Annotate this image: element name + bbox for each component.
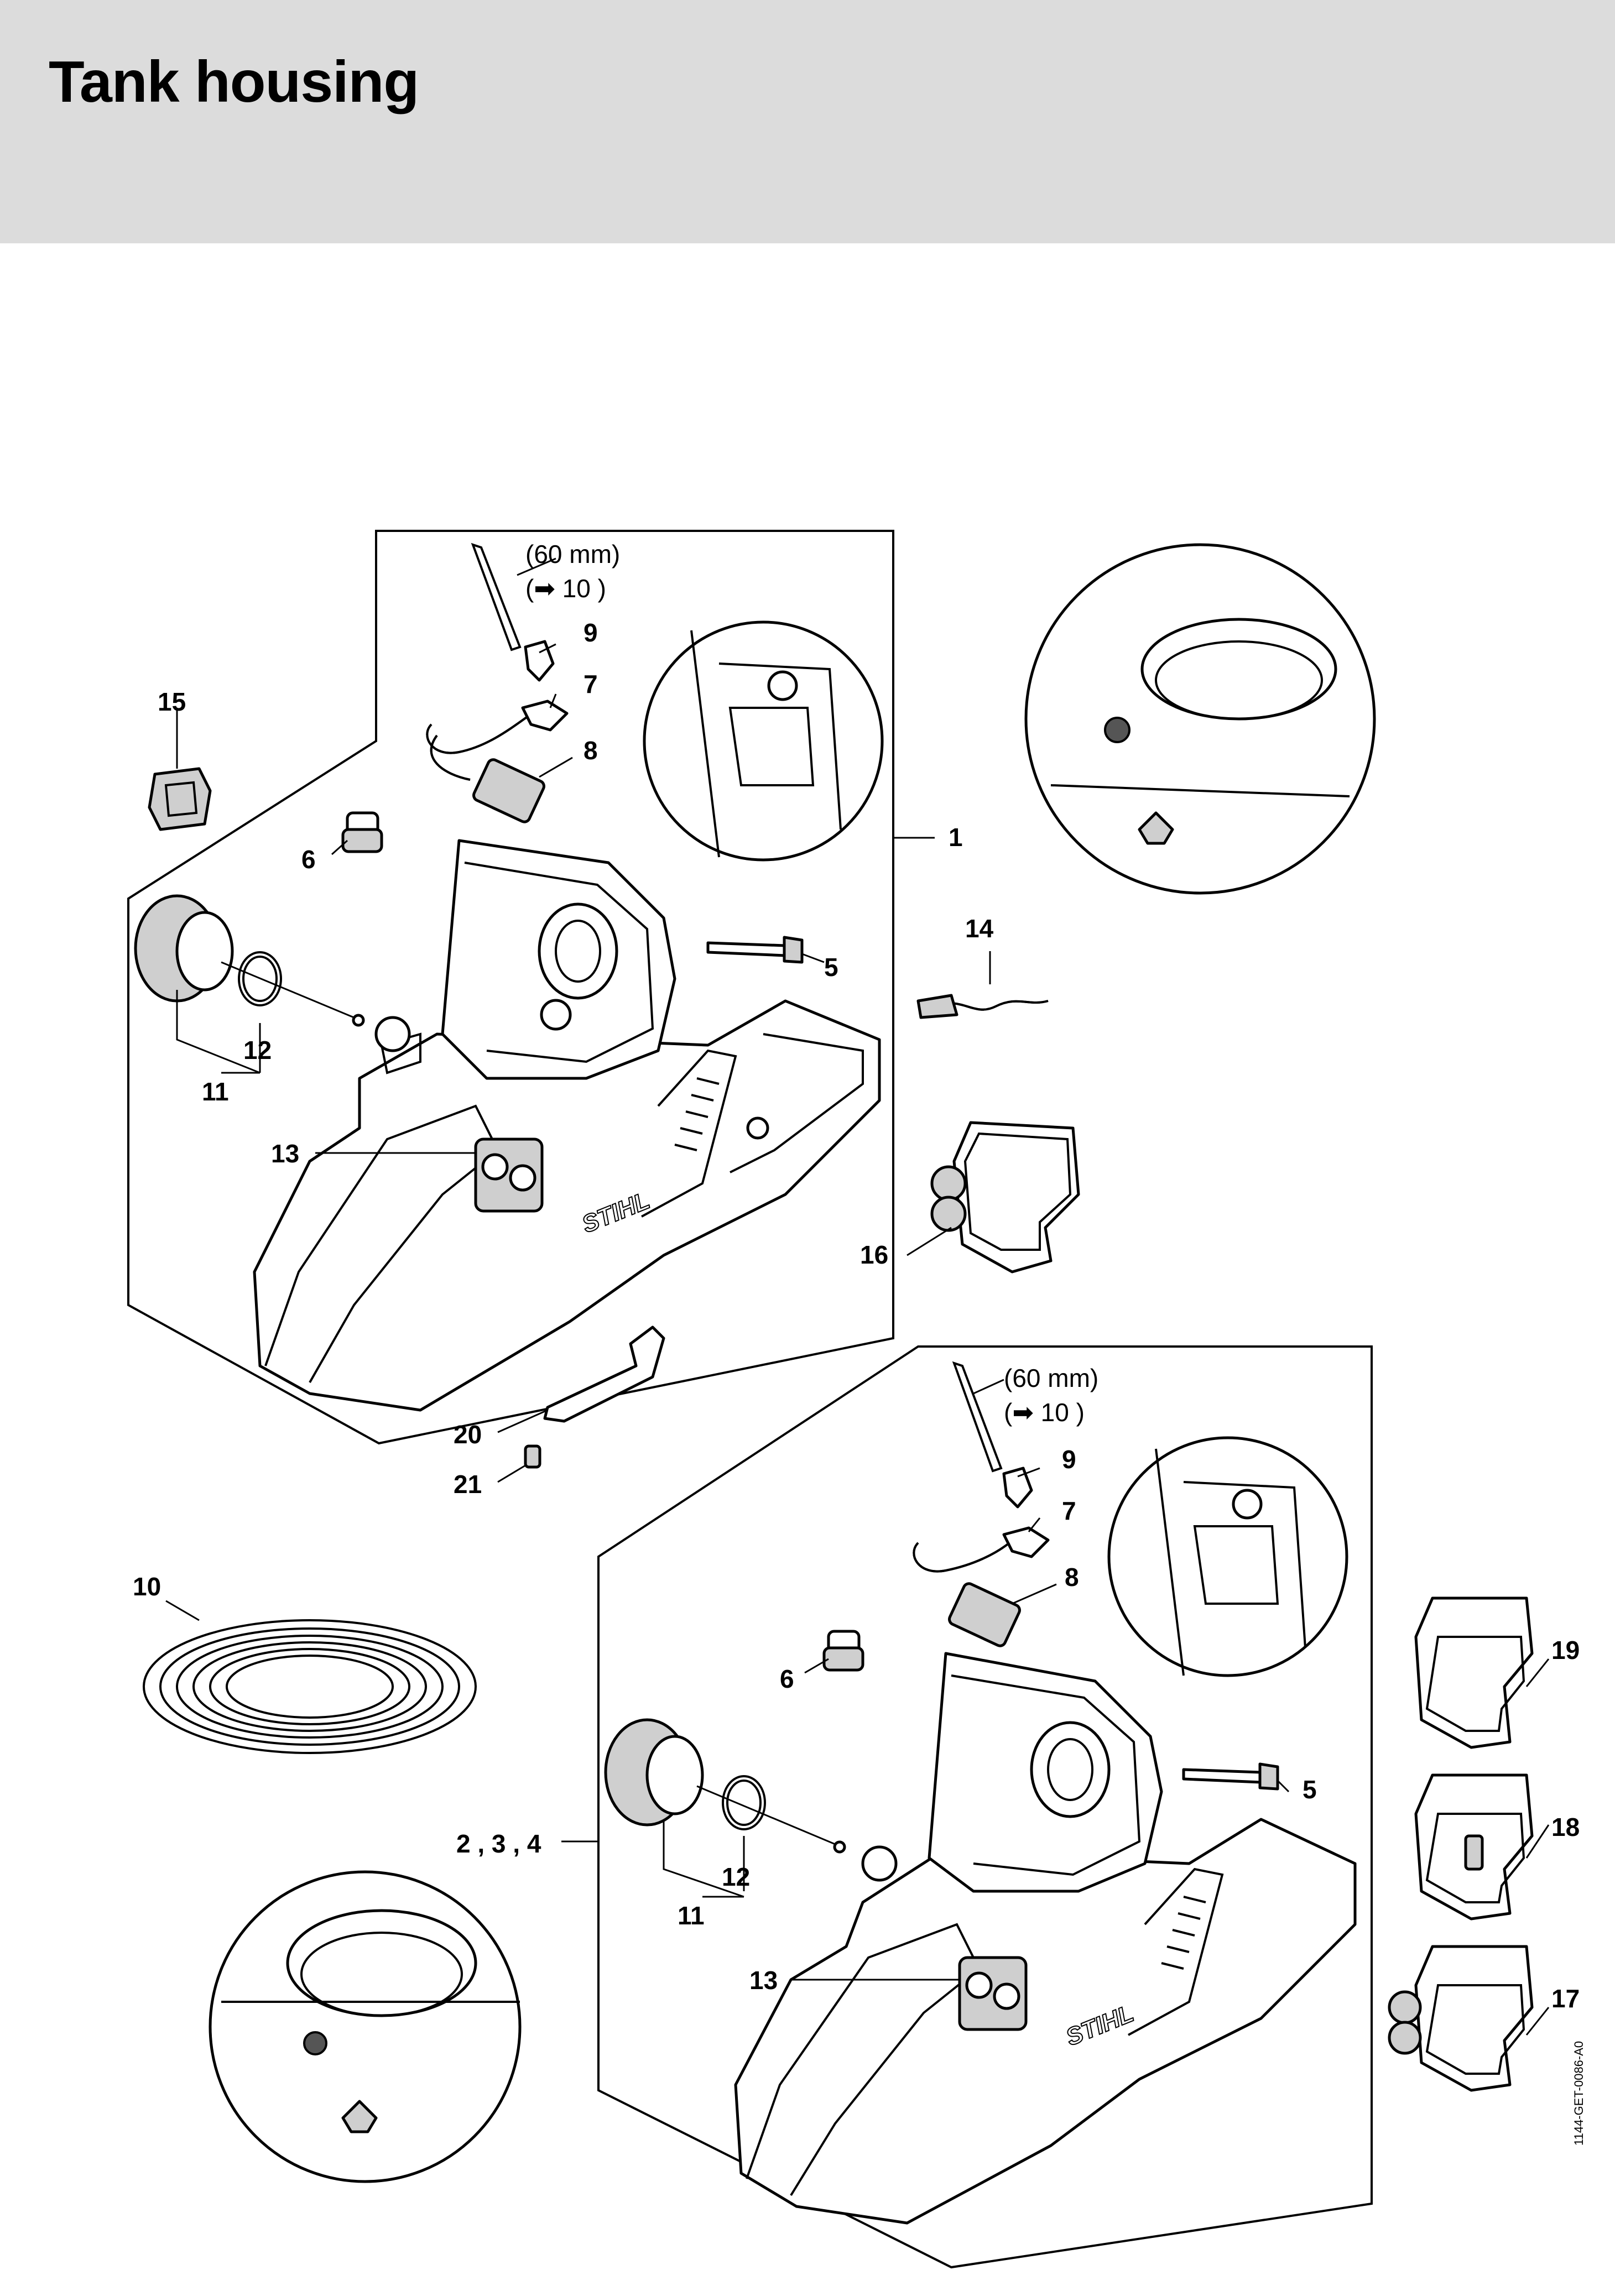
callout-12-bottom: 12	[722, 1862, 750, 1891]
detail-circle-top-1	[643, 620, 884, 862]
fuel-hose-bottom	[913, 1361, 1050, 1647]
callout-8-top: 8	[584, 736, 598, 765]
header-band	[0, 0, 1615, 243]
callout-2-3-4: 2 , 3 , 4	[456, 1829, 541, 1858]
tank-cap-top	[134, 894, 365, 1027]
top-assembly-group: STIHL	[127, 530, 1376, 1469]
callout-1: 1	[949, 823, 963, 852]
handle-cover-19	[1414, 1596, 1534, 1749]
callout-17: 17	[1551, 1984, 1580, 2013]
fuel-drop-icon	[1138, 811, 1174, 845]
leader-lines	[165, 557, 1550, 2036]
bottom-assembly-group: STIHL	[561, 1345, 1373, 2269]
page-title: Tank housing	[49, 49, 419, 114]
callout-9-top: 9	[584, 618, 598, 647]
tank-housing-top: STIHL	[253, 839, 881, 1412]
callout-7-bottom: 7	[1062, 1496, 1076, 1525]
callout-11-top: 11	[202, 1077, 229, 1106]
bolt-5-bottom	[1182, 1762, 1279, 1791]
handle-cover-18	[1414, 1773, 1534, 1921]
detail-circle-bottom-1	[1107, 1436, 1348, 1677]
coiled-hose-10	[143, 1619, 477, 1754]
callout-14: 14	[965, 914, 994, 943]
handle-cover-17	[1388, 1945, 1534, 2092]
note-top-length: (60 mm)	[525, 540, 620, 568]
handle-cover-16	[930, 1121, 1080, 1274]
callout-21: 21	[454, 1470, 482, 1499]
note-bottom-ref: (➡ 10 )	[1004, 1398, 1085, 1427]
hose-14	[916, 994, 1049, 1019]
plug-6-top	[341, 811, 383, 853]
callout-5-top: 5	[824, 953, 838, 982]
note-bottom-length: (60 mm)	[1004, 1364, 1098, 1392]
callout-11-bottom: 11	[678, 1901, 705, 1930]
callout-16: 16	[860, 1240, 888, 1269]
detail-circle-bottom-2	[209, 1870, 522, 2183]
callout-6-bottom: 6	[780, 1664, 794, 1693]
callout-10: 10	[133, 1572, 161, 1601]
callout-5-bottom: 5	[1303, 1775, 1317, 1804]
detail-circle-top-2	[1024, 543, 1376, 895]
bottom-assembly-frame	[597, 1345, 1373, 2269]
top-assembly-frame	[127, 530, 894, 1445]
tank-housing-bottom: STIHL	[734, 1652, 1357, 2225]
guard-plate-20	[543, 1326, 665, 1423]
callout-15: 15	[158, 687, 186, 716]
callout-6-top: 6	[301, 845, 316, 874]
callout-8-bottom: 8	[1065, 1563, 1079, 1591]
tank-cap-bottom	[604, 1718, 846, 1854]
callout-13-bottom: 13	[749, 1966, 778, 1995]
callout-19: 19	[1551, 1636, 1580, 1664]
callout-9-bottom: 9	[1062, 1445, 1076, 1474]
callout-7-top: 7	[584, 670, 598, 698]
plug-6-bottom	[822, 1630, 864, 1672]
callout-20: 20	[454, 1420, 482, 1449]
document-reference: 1144-GET-0086-A0	[1572, 2041, 1586, 2146]
screw-21	[524, 1444, 541, 1469]
callout-12-top: 12	[243, 1036, 272, 1064]
callout-13-top: 13	[271, 1139, 299, 1168]
callout-18: 18	[1551, 1813, 1580, 1841]
cap-15	[148, 767, 212, 831]
note-top-ref: (➡ 10 )	[525, 574, 606, 603]
bolt-5-top	[706, 936, 804, 964]
fuel-hose-top	[426, 542, 569, 823]
